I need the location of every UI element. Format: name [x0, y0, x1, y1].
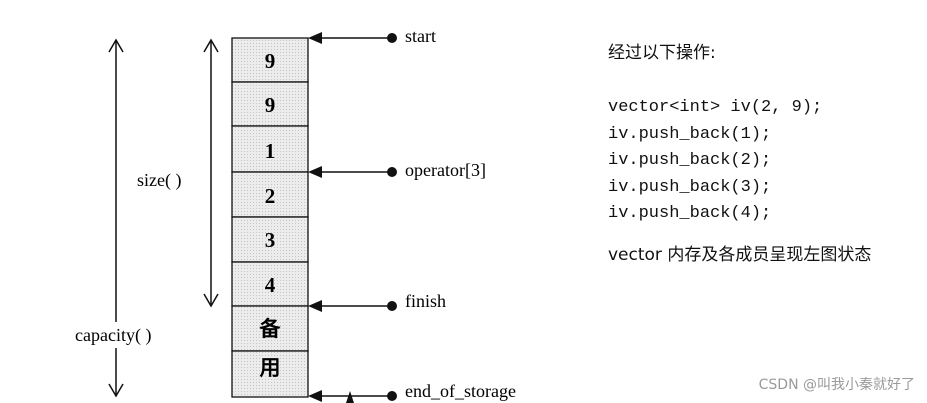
size-arrow [203, 38, 219, 308]
start-pointer: start [308, 26, 436, 46]
vector-cell: 9 [231, 37, 309, 83]
vector-cell: 备 [231, 305, 309, 352]
finish-pointer: finish [308, 291, 446, 312]
vector-cell: 9 [231, 81, 309, 127]
vector-cell: 1 [231, 125, 309, 173]
vector-cells: 9 9 1 2 3 4 备 用 [231, 37, 309, 398]
vector-cell: 4 [231, 261, 309, 307]
vector-cell: 3 [231, 216, 309, 263]
start-label: start [405, 26, 436, 46]
capacity-label: capacity( ) [75, 325, 151, 346]
end-of-storage-pointer: end_of_storage [308, 381, 516, 403]
cell-value: 用 [260, 356, 281, 380]
cell-value: 备 [259, 317, 282, 341]
cell-value: 3 [265, 228, 276, 252]
code-line: iv.push_back(2); [608, 151, 772, 170]
operator3-label: operator[3] [405, 160, 486, 180]
capacity-label-bg [72, 322, 172, 348]
description-text: vector 内存及各成员呈现左图状态 [608, 244, 872, 265]
vector-cell: 2 [231, 171, 309, 218]
cell-value: 9 [265, 93, 276, 117]
description-panel: 经过以下操作: vector<int> iv(2, 9); iv.push_ba… [608, 38, 908, 269]
operator3-pointer: operator[3] [308, 160, 486, 180]
cell-value: 2 [265, 184, 276, 208]
watermark: CSDN @叫我小秦就好了 [758, 377, 915, 393]
code-block: vector<int> iv(2, 9); iv.push_back(1); i… [608, 95, 908, 228]
size-label: size( ) [137, 170, 181, 191]
code-line: iv.push_back(1); [608, 124, 772, 144]
code-line: iv.push_back(3); [608, 177, 772, 197]
cell-value: 4 [265, 273, 276, 297]
panel-title: 经过以下操作: [608, 43, 716, 63]
code-line: vector<int> iv(2, 9); [608, 98, 823, 117]
end-of-storage-label: end_of_storage [405, 381, 516, 401]
vector-cell: 用 [231, 350, 309, 398]
code-line: iv.push_back(4); [608, 204, 772, 223]
finish-label: finish [405, 291, 446, 311]
cell-value: 1 [265, 139, 276, 163]
cell-value: 9 [265, 49, 276, 73]
